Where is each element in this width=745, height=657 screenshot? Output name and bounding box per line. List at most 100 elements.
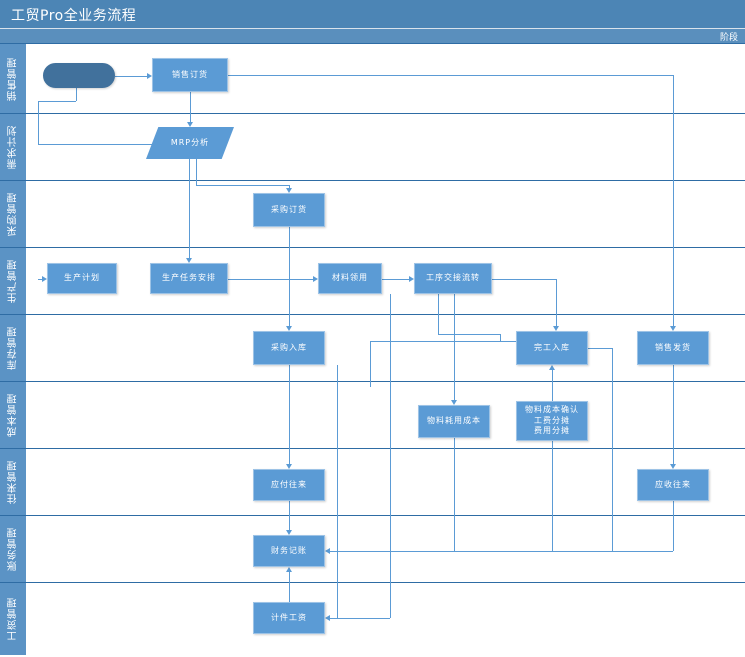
node-prod-task[interactable]: 生产任务安排 [150, 263, 228, 294]
node-process-handover[interactable]: 工序交接流转 [414, 263, 492, 294]
page-title: 工贸Pro全业务流程 [11, 8, 137, 24]
swimlane-label-cost: 成本管理 [7, 393, 19, 437]
swimlane-label-payroll: 工资管理 [7, 597, 19, 641]
connector-finished-down [612, 348, 613, 551]
node-material-issue[interactable]: 材料领用 [318, 263, 382, 294]
flowchart-canvas: 销售管理需求计划采购管理生产管理库存管理成本管理往来管理账务管理工资管理 销售订… [0, 43, 745, 655]
connector-mrp-to-prod-task [189, 159, 190, 258]
connector-handover-down [556, 278, 557, 326]
parallelogram-shape [146, 127, 234, 159]
arrow-to-mrp [187, 122, 193, 127]
connector-handover-to-wage-h [330, 618, 390, 619]
swimlane-payable: 往来管理 [0, 448, 745, 515]
connector-wage-to-bookkeeping [289, 572, 290, 602]
connector-to-po-v [289, 185, 290, 188]
arrow-to-prod-task [186, 258, 192, 263]
node-label-purchase-order: 采购订货 [271, 204, 307, 214]
node-purchase-receipt[interactable]: 采购入库 [253, 331, 325, 365]
arrow-to-bookkeeping [286, 530, 292, 535]
connector-jog-b-h [438, 334, 500, 335]
node-receivable-ar[interactable]: 应收往来 [637, 469, 709, 501]
connector-prod-task-to-material [228, 278, 313, 280]
swimlane-body-sales [27, 44, 745, 113]
node-bookkeeping[interactable]: 财务记账 [253, 535, 325, 567]
connector-start-loop-v [38, 101, 39, 144]
swimlane-body-demand [27, 114, 745, 180]
arrow-to-bookkeeping-up [286, 567, 292, 572]
swimlane-body-payable [27, 449, 745, 515]
node-label-sales-order: 销售订货 [172, 69, 208, 79]
node-label-receivable-ar: 应收往来 [655, 479, 691, 489]
node-label-purchase-receipt: 采购入库 [271, 342, 307, 352]
node-cost-confirm[interactable]: 物料成本确认工费分摊费用分摊 [516, 401, 588, 441]
swimlane-label-sales: 销售管理 [7, 56, 19, 101]
arrow-to-payable [286, 464, 292, 469]
swimlane-account: 账务管理 [0, 515, 745, 582]
node-purchase-order[interactable]: 采购订货 [253, 193, 325, 227]
swimlane-header-payroll[interactable]: 工资管理 [0, 583, 27, 655]
node-piece-wage[interactable]: 计件工资 [253, 602, 325, 634]
swimlane-header-inventory[interactable]: 库存管理 [0, 315, 27, 381]
swimlane-header-production[interactable]: 生产管理 [0, 248, 27, 314]
swimlane-header-demand[interactable]: 需求计划 [0, 114, 27, 180]
connector-sales-order-to-mrp [190, 92, 191, 122]
connector-jog-b-v [500, 334, 501, 341]
swimlane-header-purchase[interactable]: 采购管理 [0, 181, 27, 247]
node-label-material-issue: 材料领用 [332, 273, 368, 283]
swimlane-label-payable: 往来管理 [7, 460, 19, 504]
node-sales-delivery[interactable]: 销售发货 [637, 331, 709, 365]
connector-left-rail-to-mrp [38, 144, 156, 145]
swimlane-header-payable[interactable]: 往来管理 [0, 449, 27, 515]
node-sales-order[interactable]: 销售订货 [152, 58, 228, 92]
swimlane-sales: 销售管理 [0, 43, 745, 113]
arrow-to-material-cost [451, 400, 457, 405]
swimlane-body-purchase [27, 181, 745, 247]
connector-jog-a-v [370, 341, 371, 387]
stage-bar: 阶段 [0, 29, 745, 43]
connector-handover-to-wage-v [390, 294, 391, 618]
connector-material-to-handover [382, 278, 409, 280]
connector-jog-c-h [370, 341, 516, 342]
connector-handover-right [492, 278, 556, 280]
connector-cost-to-finished [552, 370, 553, 401]
connector-receipt-rail [337, 365, 338, 618]
connector-mrp-to-po-h [196, 185, 289, 186]
connector-receipt-to-payable [289, 365, 290, 464]
arrow-to-sales-order [147, 72, 152, 79]
stage-label: 阶段 [719, 33, 738, 43]
node-label-prod-plan: 生产计划 [64, 273, 100, 283]
node-material-cost[interactable]: 物料耗用成本 [418, 405, 490, 438]
node-mrp[interactable]: MRP分析 [146, 127, 234, 159]
swimlane-label-inventory: 库存管理 [7, 326, 19, 370]
connector-material-to-cost [454, 294, 455, 400]
connector-costconfirm-down [552, 441, 553, 551]
arrow-to-process-handover [409, 275, 414, 282]
arrow-to-bookkeeping-left [325, 548, 330, 554]
node-start[interactable] [43, 63, 115, 88]
arrow-to-finished-receipt [553, 326, 559, 331]
connector-finished-right [588, 348, 612, 349]
swimlane-header-account[interactable]: 账务管理 [0, 516, 27, 582]
connector-start-to-sales-order [115, 75, 147, 77]
connector-right-rail-down [673, 75, 674, 326]
connector-start-stub-h [38, 101, 76, 102]
arrow-to-sales-delivery [670, 326, 676, 331]
swimlane-header-cost[interactable]: 成本管理 [0, 382, 27, 448]
node-label-cost-confirm: 物料成本确认工费分摊费用分摊 [525, 404, 579, 436]
node-label-sales-delivery: 销售发货 [655, 342, 691, 352]
swimlane-body-inventory [27, 315, 745, 381]
arrow-to-purchase-order [286, 188, 292, 193]
connector-rail-to-prod-plan [38, 278, 42, 280]
node-label-finished-receipt: 完工入库 [534, 342, 570, 352]
title-bar: 工贸Pro全业务流程 [0, 0, 745, 29]
swimlane-header-sales[interactable]: 销售管理 [0, 44, 27, 113]
swimlane-body-account [27, 516, 745, 582]
connector-receivable-down [673, 501, 674, 551]
node-label-bookkeeping: 财务记账 [271, 545, 307, 555]
node-payable-ar[interactable]: 应付往来 [253, 469, 325, 501]
swimlane-label-demand: 需求计划 [7, 125, 19, 169]
node-prod-plan[interactable]: 生产计划 [47, 263, 117, 294]
connector-sales-order-right [228, 75, 673, 76]
swimlane-payroll: 工资管理 [0, 582, 745, 655]
node-finished-receipt[interactable]: 完工入库 [516, 331, 588, 365]
